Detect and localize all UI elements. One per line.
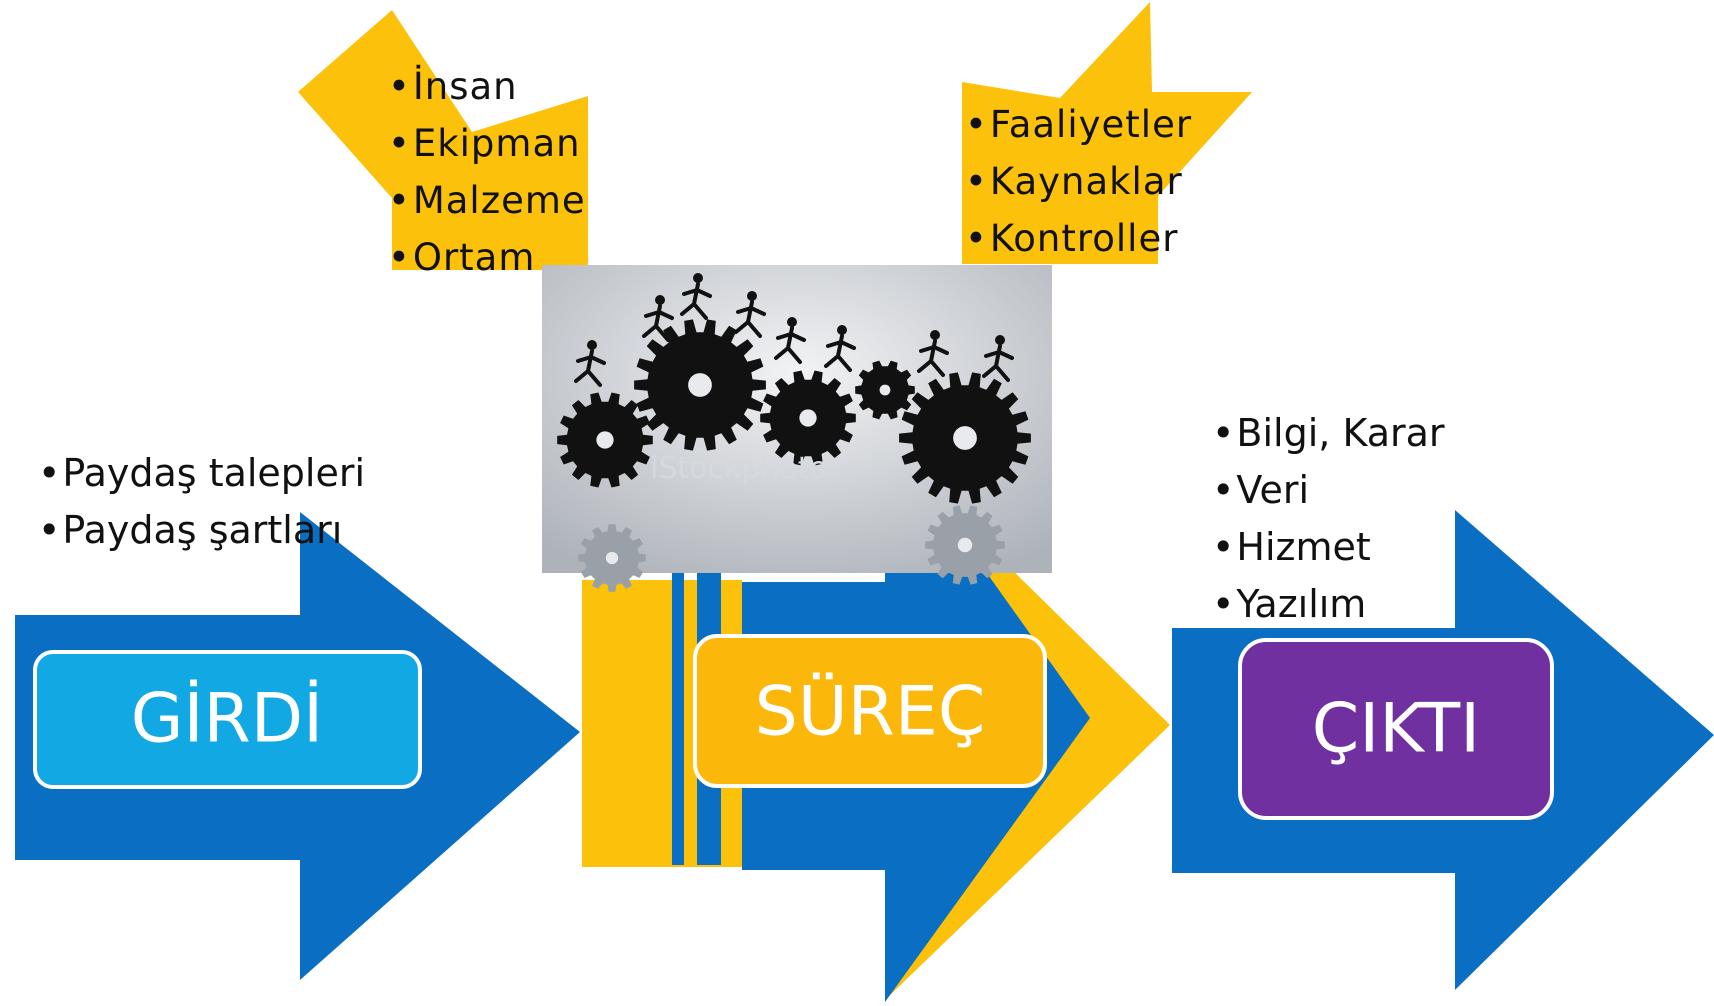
control-item: Faaliyetler xyxy=(965,96,1192,153)
output-item: Yazılım xyxy=(1212,576,1445,633)
running-person-icon xyxy=(917,330,949,377)
control-item: Kaynaklar xyxy=(965,153,1192,210)
resources-list: İnsan Ekipman Malzeme Ortam xyxy=(388,58,586,286)
output-item: Bilgi, Karar xyxy=(1212,405,1444,462)
gears-photo: iStockphoto xyxy=(542,265,1052,592)
gear-icon xyxy=(760,370,856,466)
running-person-icon xyxy=(774,317,806,364)
input-box xyxy=(33,650,422,789)
gears-icon xyxy=(557,319,1031,592)
outputs-list: Bilgi, Karar Veri Hizmet Yazılım xyxy=(1212,405,1445,633)
resource-item: Ekipman xyxy=(388,115,586,172)
gear-icon xyxy=(634,319,766,451)
process-accent-chevron xyxy=(885,445,1170,1000)
gear-icon xyxy=(578,524,646,592)
running-people-icon xyxy=(574,273,1014,387)
process-box xyxy=(693,634,1047,788)
running-person-icon xyxy=(574,340,606,387)
gear-icon xyxy=(557,392,653,488)
input-item: Paydaş şartları xyxy=(38,502,365,559)
control-item: Kontroller xyxy=(965,210,1192,267)
output-box xyxy=(1238,638,1554,820)
resource-item: Malzeme xyxy=(388,172,586,229)
gear-icon xyxy=(899,372,1031,504)
resource-item: İnsan xyxy=(388,58,586,115)
resource-item: Ortam xyxy=(388,229,586,286)
process-box-label: SÜREÇ xyxy=(755,673,986,752)
output-item: Veri xyxy=(1212,462,1445,519)
output-box-label: ÇIKTI xyxy=(1312,690,1480,769)
output-item: Hizmet xyxy=(1212,519,1445,576)
running-person-icon xyxy=(824,325,856,372)
running-person-icon xyxy=(680,273,712,320)
gear-icon xyxy=(855,360,915,420)
controls-list: Faaliyetler Kaynaklar Kontroller xyxy=(965,96,1192,267)
photo-watermark: iStockphoto xyxy=(650,451,828,486)
process-stripe-1 xyxy=(672,565,684,865)
inputs-list: Paydaş talepleri Paydaş şartları xyxy=(38,445,365,559)
input-item: Paydaş talepleri xyxy=(38,445,365,502)
running-person-icon xyxy=(642,295,674,342)
gear-icon xyxy=(925,505,1005,585)
running-person-icon xyxy=(982,335,1014,382)
input-box-label: GİRDİ xyxy=(131,680,323,759)
running-person-icon xyxy=(734,291,766,338)
